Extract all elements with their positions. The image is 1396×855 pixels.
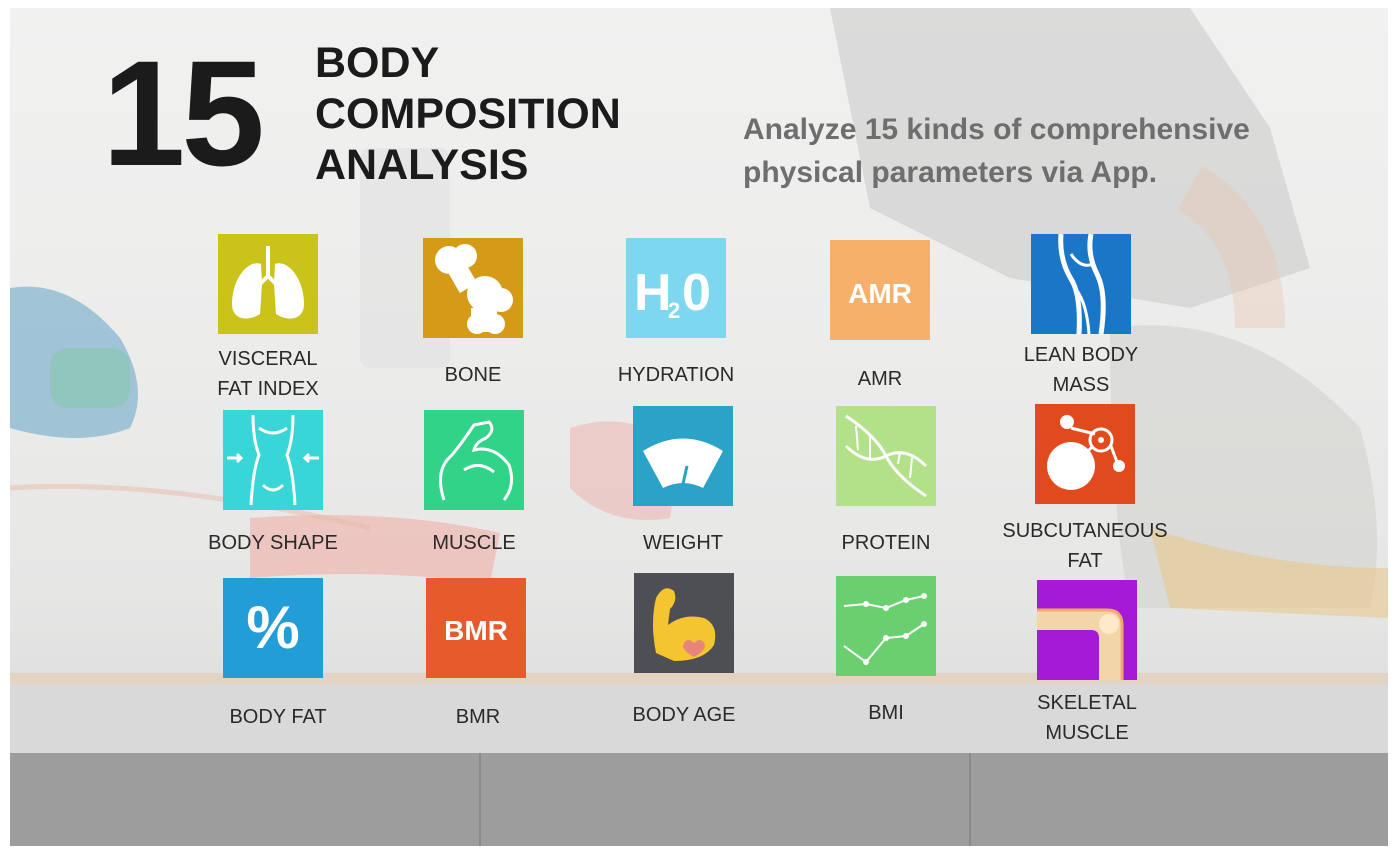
infographic-canvas: 15 BODY COMPOSITION ANALYSIS Analyze 15 … <box>10 8 1388 846</box>
label-body-fat: BODY FAT <box>229 706 327 728</box>
title-line-1: BODY <box>315 39 440 87</box>
tile-skeletal-muscle <box>1037 580 1137 680</box>
tile-body-shape <box>223 410 323 510</box>
line-graph-icon <box>836 576 936 676</box>
label-weight: WEIGHT <box>643 532 723 554</box>
tile-bone <box>423 238 523 338</box>
svg-text:%: % <box>246 594 299 661</box>
body-shape-icon <box>223 410 323 510</box>
tile-body-age <box>634 573 734 673</box>
svg-text:2: 2 <box>668 298 680 323</box>
scale-gauge-icon <box>633 406 733 506</box>
tile-visceral-fat <box>218 234 318 334</box>
tile-hydration: H 2 0 <box>626 238 726 338</box>
label-bone: BONE <box>444 364 502 386</box>
big-number: 15 <box>102 29 265 197</box>
leg-icon <box>1031 234 1131 334</box>
svg-text:AMR: AMR <box>848 278 912 309</box>
subtitle: Analyze 15 kinds of comprehensive physic… <box>743 108 1250 194</box>
label-lean-body-mass: LEAN BODY MASS <box>1023 344 1139 396</box>
fat-cells-icon <box>1035 404 1135 504</box>
knee-joint-icon <box>1037 580 1137 680</box>
lungs-icon <box>218 234 318 334</box>
label-amr: AMR <box>857 368 903 390</box>
muscle-arm-icon <box>424 410 524 510</box>
label-body-age: BODY AGE <box>632 704 736 726</box>
tile-lean-body-mass <box>1031 234 1131 334</box>
tile-weight <box>633 406 733 506</box>
tile-body-fat: % <box>223 578 323 678</box>
subtitle-line-1: Analyze 15 kinds of comprehensive <box>743 113 1250 146</box>
percent-icon: % <box>223 578 323 678</box>
page-title: BODY COMPOSITION ANALYSIS <box>315 38 621 191</box>
amr-icon: AMR <box>830 240 930 340</box>
label-subcutaneous-fat: SUBCUTANEOUS FAT <box>1002 520 1168 572</box>
dna-icon <box>836 406 936 506</box>
tile-muscle <box>424 410 524 510</box>
bmr-icon: BMR <box>426 578 526 678</box>
svg-text:BMR: BMR <box>444 615 508 646</box>
label-protein: PROTEIN <box>841 532 931 554</box>
h2o-icon: H 2 0 <box>626 238 726 338</box>
bone-icon <box>423 238 523 338</box>
label-visceral-fat: VISCERAL FAT INDEX <box>217 348 319 400</box>
title-line-3: ANALYSIS <box>315 141 529 189</box>
svg-text:0: 0 <box>682 264 711 322</box>
tile-subcutaneous-fat <box>1035 404 1135 504</box>
svg-text:H: H <box>634 264 672 322</box>
label-muscle: MUSCLE <box>432 532 516 554</box>
flexed-arm-heart-icon <box>634 573 734 673</box>
tile-amr: AMR <box>830 240 930 340</box>
subtitle-line-2: physical parameters via App. <box>743 156 1158 189</box>
label-skeletal-muscle: SKELETAL MUSCLE <box>1037 692 1137 744</box>
tile-bmr: BMR <box>426 578 526 678</box>
label-bmi: BMI <box>868 702 904 724</box>
tile-protein <box>836 406 936 506</box>
title-line-2: COMPOSITION <box>315 90 621 138</box>
label-hydration: HYDRATION <box>617 364 735 386</box>
tile-bmi <box>836 576 936 676</box>
label-body-shape: BODY SHAPE <box>208 532 338 554</box>
label-bmr: BMR <box>455 706 501 728</box>
